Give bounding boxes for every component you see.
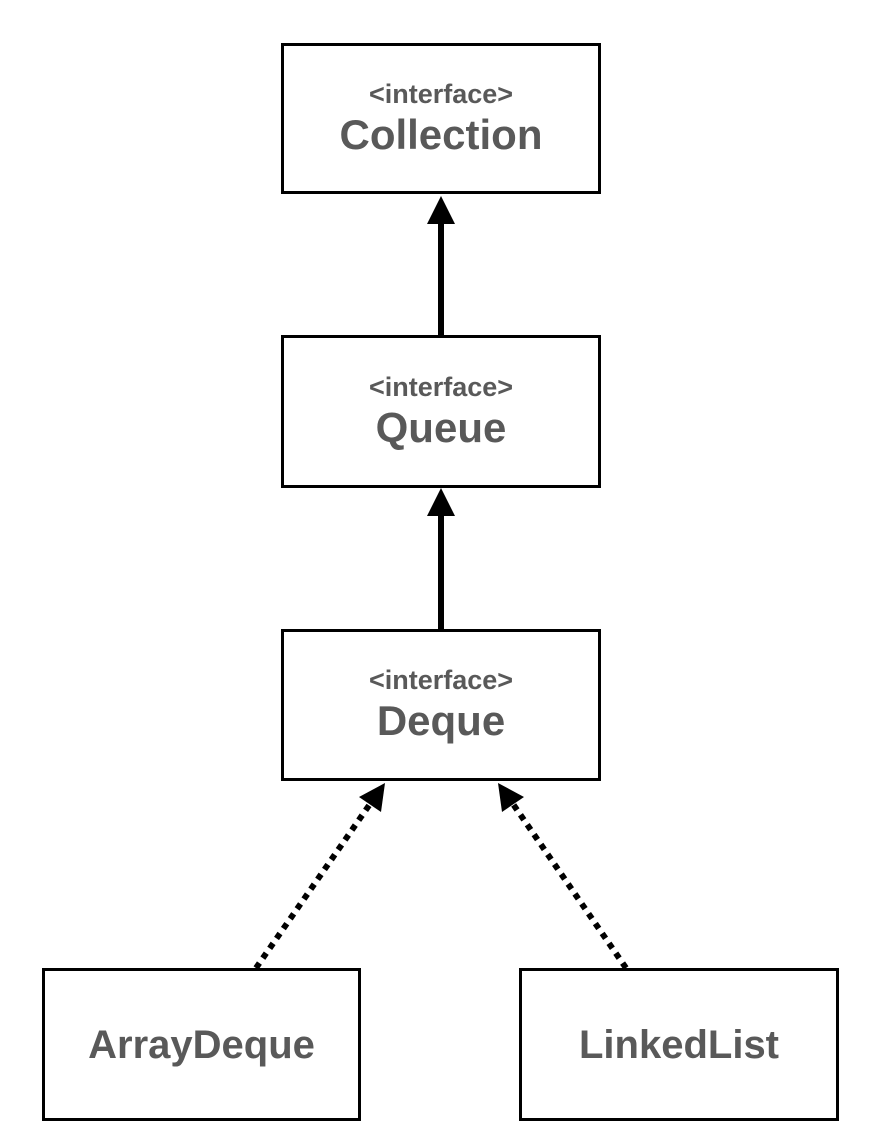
edge-linkedlist-to-deque: [498, 783, 629, 970]
class-name: Deque: [376, 697, 506, 744]
edge-arraydeque-to-deque: [253, 783, 385, 970]
edge-deque-to-queue: [427, 488, 455, 629]
edge-line: [253, 802, 373, 970]
class-name: Queue: [375, 403, 507, 451]
collection-interface-box: <interface> Collection: [281, 43, 601, 194]
edge-line: [510, 802, 629, 970]
arrowhead-icon: [359, 783, 385, 812]
arraydeque-class-box: ArrayDeque: [42, 968, 361, 1121]
arrowhead-icon: [498, 783, 524, 812]
deque-interface-box: <interface> Deque: [281, 629, 601, 781]
class-name: LinkedList: [578, 1022, 780, 1067]
stereotype-label: <interface>: [368, 371, 514, 402]
class-name: Collection: [339, 110, 543, 158]
arrowhead-icon: [427, 488, 455, 516]
class-name: ArrayDeque: [88, 1022, 315, 1067]
stereotype-label: <interface>: [368, 78, 514, 109]
arrowhead-icon: [427, 196, 455, 224]
stereotype-label: <interface>: [368, 665, 514, 695]
edge-queue-to-collection: [427, 196, 455, 335]
linkedlist-class-box: LinkedList: [519, 968, 839, 1121]
queue-interface-box: <interface> Queue: [281, 335, 601, 488]
